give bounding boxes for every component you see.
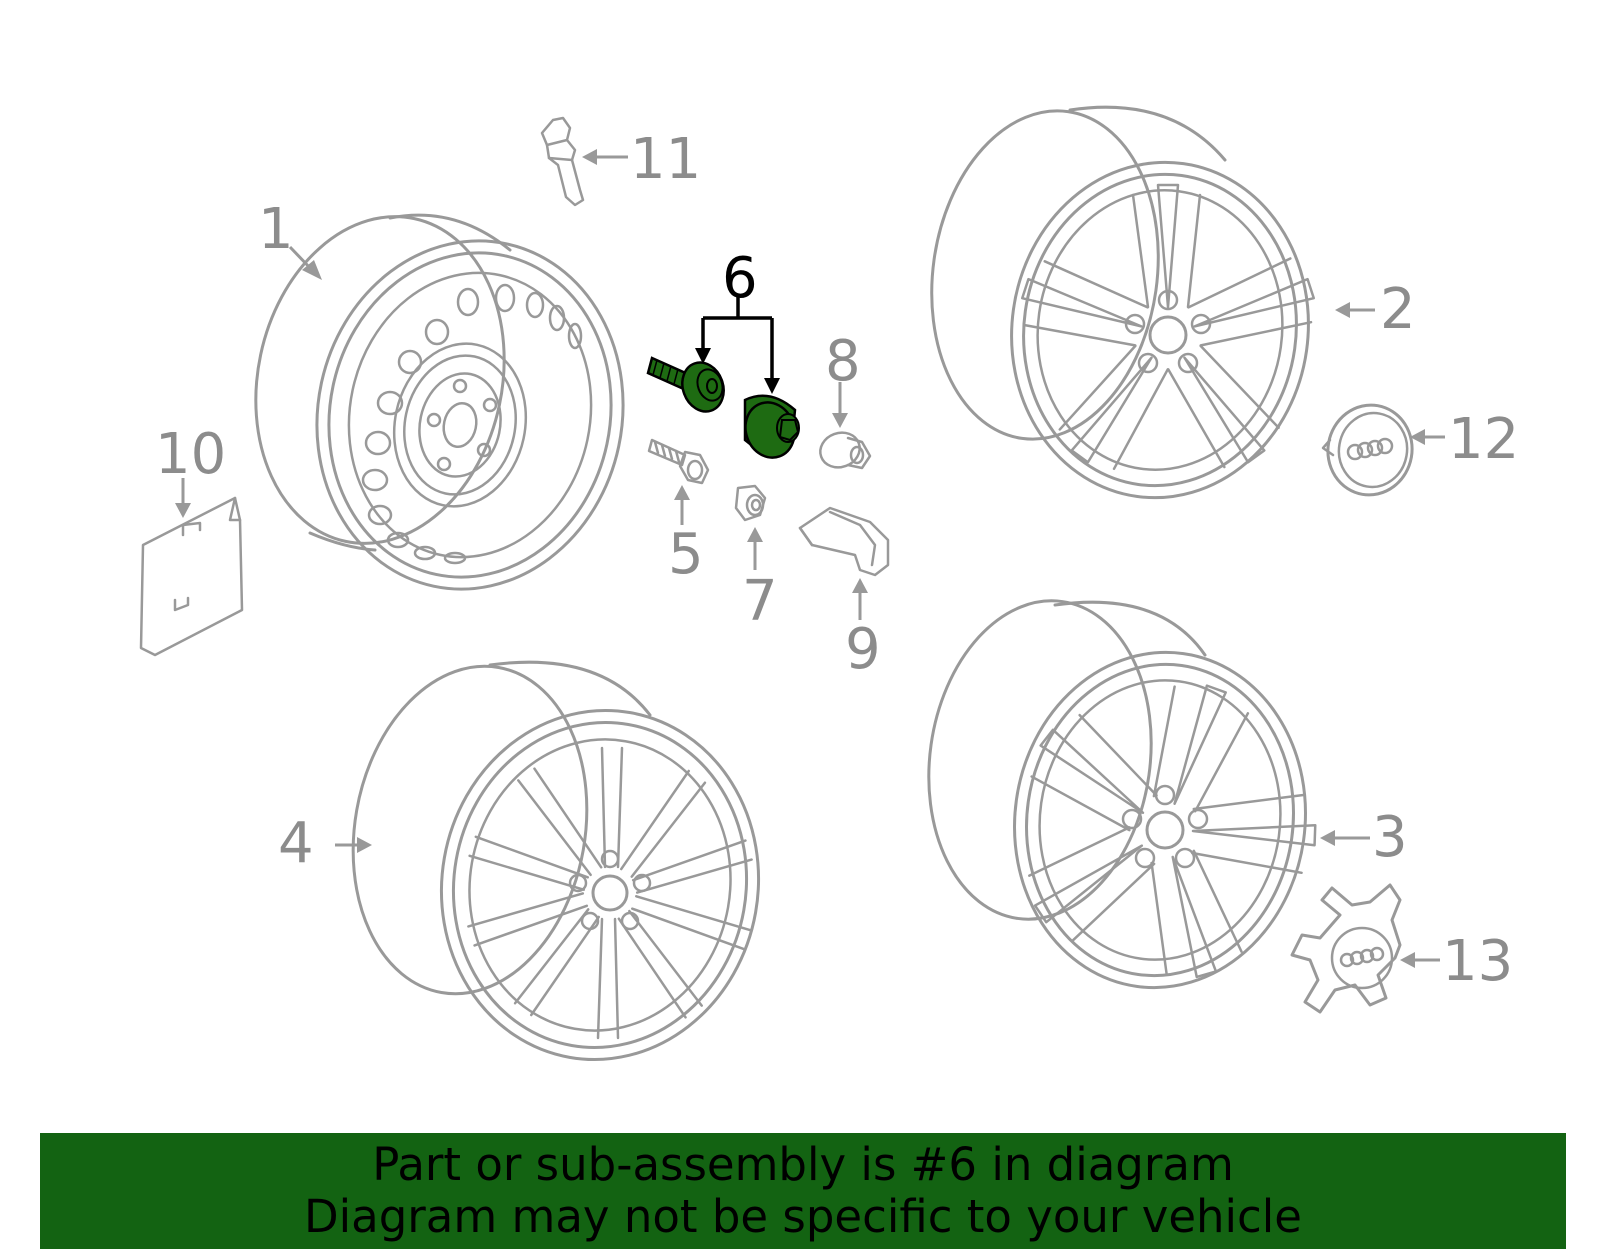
wheel-alloy-ten-spoke[interactable] <box>328 648 786 1085</box>
callout-label-13[interactable]: 13 <box>1442 929 1513 994</box>
tire-label[interactable] <box>139 496 244 657</box>
callout-arrows <box>175 149 1445 968</box>
valve-stem[interactable] <box>540 116 585 207</box>
callout-label-3[interactable]: 3 <box>1372 805 1408 870</box>
callout-label-10[interactable]: 10 <box>155 422 226 487</box>
callout-label-9[interactable]: 9 <box>845 617 881 682</box>
callout-label-12[interactable]: 12 <box>1448 407 1519 472</box>
callout-label-2[interactable]: 2 <box>1380 277 1416 342</box>
callout-label-1[interactable]: 1 <box>258 197 294 262</box>
center-cap-star[interactable] <box>1290 883 1402 1014</box>
bolt-cap[interactable] <box>815 427 872 473</box>
wheel-alloy-five-split-spoke[interactable] <box>909 586 1327 1006</box>
valve-nut[interactable] <box>734 484 767 522</box>
wheel-alloy-five-double-spoke[interactable] <box>911 96 1330 517</box>
wheel-steel-spare[interactable] <box>226 193 655 618</box>
callout-label-6[interactable]: 6 <box>722 246 758 311</box>
center-cap-round[interactable] <box>1321 398 1419 501</box>
tire-pressure-sensor[interactable] <box>798 506 890 577</box>
callout-label-5[interactable]: 5 <box>668 522 704 587</box>
banner-line-disclaimer: Diagram may not be specific to your vehi… <box>304 1190 1302 1243</box>
info-banner: Part or sub-assembly is #6 in diagram Di… <box>40 1133 1566 1249</box>
callout-label-4[interactable]: 4 <box>278 811 314 876</box>
callout-label-7[interactable]: 7 <box>742 569 778 634</box>
banner-line-part: Part or sub-assembly is #6 in diagram <box>372 1138 1234 1191</box>
wheel-bolt[interactable] <box>647 438 710 485</box>
callout-label-8[interactable]: 8 <box>825 329 861 394</box>
locking-bolt-set[interactable] <box>646 356 802 465</box>
callout-label-11[interactable]: 11 <box>630 127 701 192</box>
